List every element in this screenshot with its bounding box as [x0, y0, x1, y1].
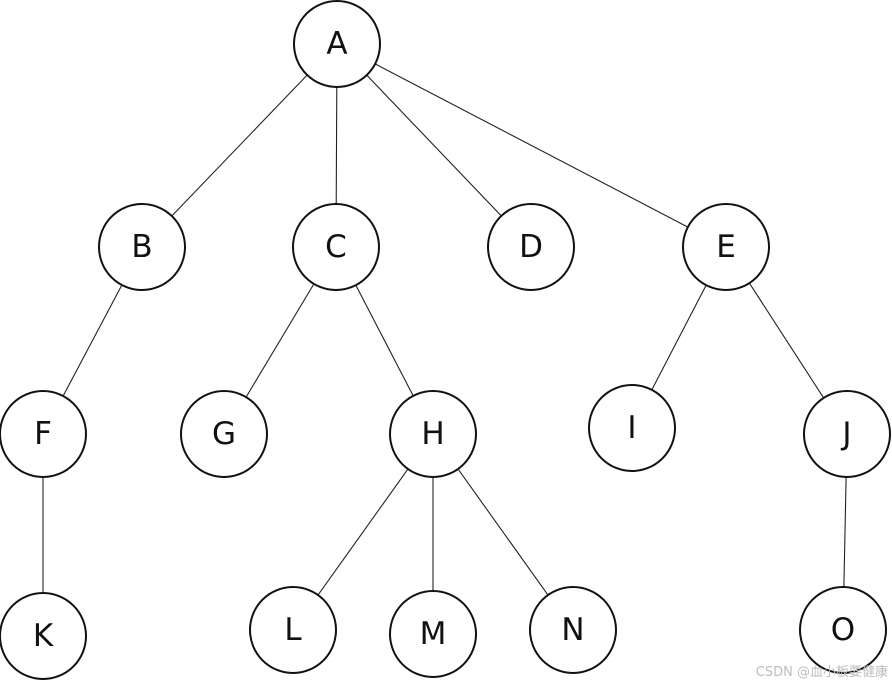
edge-j-o	[843, 476, 847, 588]
edge-e-j	[748, 282, 825, 399]
node-circle	[292, 203, 380, 291]
edges-layer	[42, 63, 847, 596]
tree-node-n: N	[529, 586, 617, 674]
tree-node-l: L	[249, 586, 337, 674]
tree-node-o: O	[799, 586, 887, 674]
node-label: A	[326, 26, 347, 62]
node-circle	[293, 0, 381, 88]
node-label: L	[284, 612, 302, 648]
watermark-text: CSDN @血小板要健康	[755, 665, 888, 680]
tree-node-g: G	[180, 390, 268, 478]
node-label: K	[33, 618, 54, 654]
node-label: J	[840, 416, 851, 452]
node-circle	[588, 384, 676, 472]
edge-a-e	[374, 63, 689, 228]
node-label: O	[831, 612, 855, 648]
edge-b-f	[62, 284, 123, 397]
node-circle	[0, 592, 87, 680]
edge-a-c	[335, 86, 338, 205]
node-circle	[98, 203, 186, 291]
node-label: B	[131, 229, 152, 265]
tree-node-i: I	[588, 384, 676, 472]
tree-node-b: B	[98, 203, 186, 291]
node-circle	[487, 203, 575, 291]
tree-node-a: A	[293, 0, 381, 88]
tree-node-k: K	[0, 592, 87, 680]
edge-c-h	[355, 284, 414, 397]
edge-h-l	[317, 468, 409, 596]
node-label: E	[716, 229, 736, 265]
edge-a-b	[171, 74, 308, 217]
node-circle	[389, 390, 477, 478]
tree-node-e: E	[682, 203, 770, 291]
tree-node-h: H	[389, 390, 477, 478]
node-label: H	[421, 416, 444, 452]
edge-c-g	[245, 283, 315, 398]
node-label: N	[561, 612, 584, 648]
tree-node-f: F	[0, 390, 87, 478]
node-circle	[389, 590, 477, 678]
edge-h-n	[457, 468, 549, 596]
node-circle	[529, 586, 617, 674]
node-circle	[682, 203, 770, 291]
tree-node-d: D	[487, 203, 575, 291]
node-label: G	[212, 416, 236, 452]
edge-e-i	[651, 284, 707, 391]
node-label: C	[325, 229, 347, 265]
node-circle	[249, 586, 337, 674]
node-circle	[803, 390, 891, 478]
node-circle	[799, 586, 887, 674]
node-label: F	[34, 416, 52, 452]
edge-a-d	[366, 74, 502, 217]
tree-node-j: J	[803, 390, 891, 478]
node-label: D	[519, 229, 543, 265]
tree-node-m: M	[389, 590, 477, 678]
node-label: M	[420, 616, 447, 652]
node-circle	[0, 390, 87, 478]
node-circle	[180, 390, 268, 478]
node-label: I	[627, 410, 636, 446]
tree-node-c: C	[292, 203, 380, 291]
